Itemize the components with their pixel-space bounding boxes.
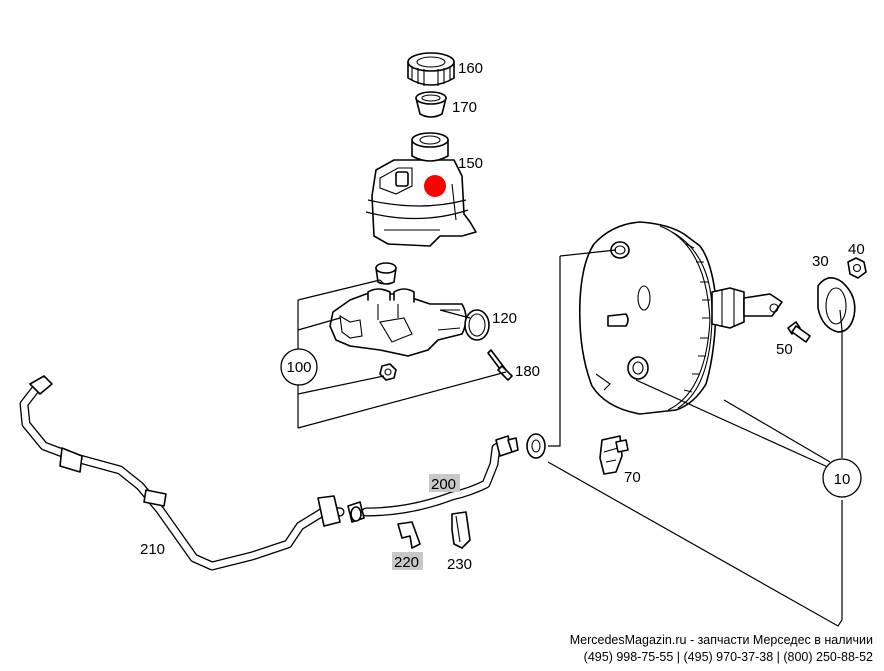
- brake-booster[interactable]: [578, 221, 783, 415]
- cylinder-nut[interactable]: [379, 363, 397, 381]
- label-220[interactable]: 220: [394, 554, 419, 571]
- label-10[interactable]: 10: [834, 471, 851, 488]
- label-230[interactable]: 230: [447, 556, 472, 573]
- o-ring[interactable]: [464, 309, 490, 341]
- reservoir-grommet[interactable]: [375, 262, 397, 285]
- watermark-line-2: (495) 998-75-55 | (495) 970-37-38 | (800…: [584, 650, 873, 664]
- label-70[interactable]: 70: [624, 469, 641, 486]
- callout-100: [280, 348, 318, 386]
- label-200[interactable]: 200: [431, 476, 456, 493]
- bolt-50[interactable]: [787, 321, 811, 343]
- callout-10: [822, 458, 862, 498]
- reservoir-strainer[interactable]: [415, 91, 447, 118]
- reservoir-cap[interactable]: [407, 52, 455, 86]
- hose-clip[interactable]: [397, 521, 421, 549]
- highlight-box-200: [429, 474, 460, 492]
- label-120[interactable]: 120: [492, 310, 517, 327]
- label-40[interactable]: 40: [848, 241, 865, 258]
- label-170[interactable]: 170: [452, 99, 477, 116]
- label-100[interactable]: 100: [286, 359, 311, 376]
- vacuum-hose[interactable]: [19, 375, 345, 571]
- hose-grommet[interactable]: [526, 433, 546, 459]
- highlight-marker: [424, 175, 446, 197]
- label-180[interactable]: 180: [515, 363, 540, 380]
- booster-gasket[interactable]: [817, 277, 856, 333]
- watermark-line-1: MercedesMagazin.ru - запчасти Мерседес в…: [570, 633, 873, 647]
- vacuum-sensor[interactable]: [599, 435, 629, 475]
- hose-holder[interactable]: [451, 511, 471, 549]
- master-cylinder[interactable]: [329, 288, 467, 357]
- leader-lines: [297, 249, 843, 627]
- highlight-box-220: [392, 552, 423, 570]
- label-160[interactable]: 160: [458, 60, 483, 77]
- vacuum-line[interactable]: [347, 435, 519, 523]
- label-210[interactable]: 210: [140, 541, 165, 558]
- brake-fluid-reservoir[interactable]: [365, 132, 477, 247]
- label-50[interactable]: 50: [776, 341, 793, 358]
- label-30[interactable]: 30: [812, 253, 829, 270]
- nut-40[interactable]: [847, 257, 867, 279]
- label-150[interactable]: 150: [458, 155, 483, 172]
